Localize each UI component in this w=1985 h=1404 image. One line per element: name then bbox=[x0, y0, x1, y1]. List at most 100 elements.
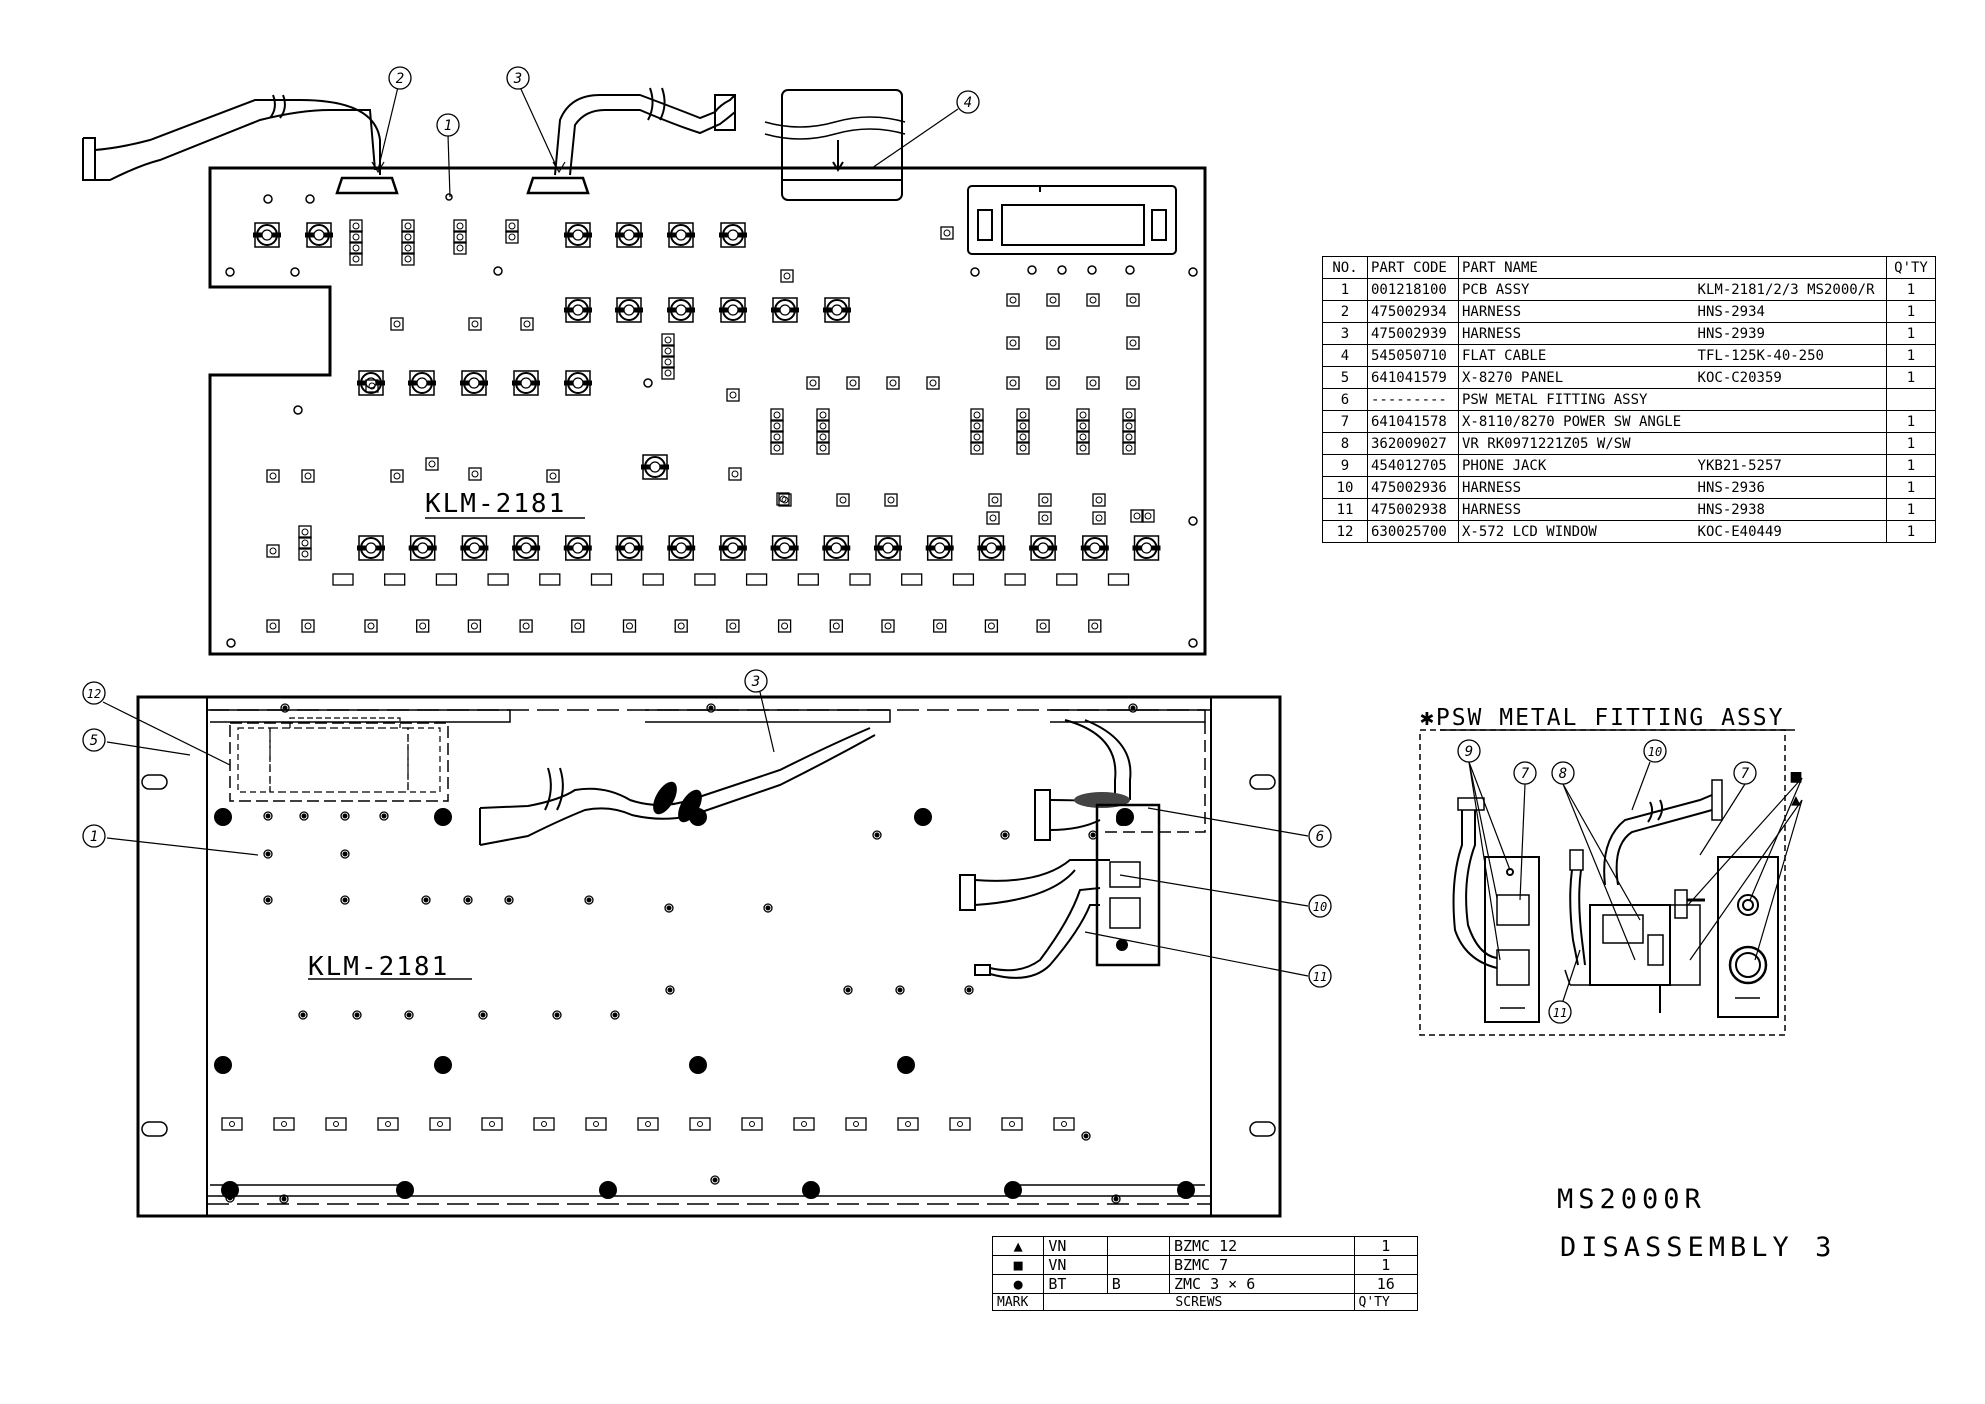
part-qty: 1 bbox=[1886, 300, 1936, 323]
component-pad bbox=[1122, 419, 1136, 433]
part-no: 8 bbox=[1322, 432, 1368, 455]
component-pad bbox=[1126, 336, 1140, 350]
callout-1-top: 1 bbox=[436, 113, 460, 137]
via bbox=[763, 903, 773, 913]
component-pad bbox=[728, 467, 742, 481]
screw-hole bbox=[689, 808, 707, 826]
potentiometer bbox=[512, 535, 541, 561]
part-spec: HNS-2939 bbox=[1694, 322, 1887, 345]
component-pad bbox=[970, 419, 984, 433]
slot-pad bbox=[429, 1117, 451, 1131]
slot bbox=[901, 573, 923, 586]
slot bbox=[952, 573, 975, 586]
via bbox=[298, 1010, 308, 1020]
via bbox=[263, 895, 273, 905]
callout-text: 10 bbox=[1313, 900, 1327, 914]
component-pad bbox=[468, 467, 482, 481]
component-pad bbox=[1076, 430, 1090, 444]
component-pad bbox=[1016, 419, 1030, 433]
via bbox=[263, 849, 273, 859]
via bbox=[1081, 1131, 1091, 1141]
part-no: 3 bbox=[1322, 322, 1368, 345]
part-spec bbox=[1694, 432, 1887, 455]
slot bbox=[694, 573, 716, 586]
callouts: 1 2 3 4 12 5 1 3 6 10 11 9 7 8 10 7 11 ■… bbox=[82, 66, 1802, 1024]
component-pad bbox=[1006, 376, 1020, 390]
slot-pad bbox=[1001, 1117, 1023, 1131]
component-pad bbox=[816, 408, 830, 422]
via bbox=[504, 895, 514, 905]
component-pad bbox=[301, 469, 315, 483]
slot bbox=[1107, 573, 1130, 586]
col-qty: Q'TY bbox=[1886, 256, 1936, 279]
screw-qty: 1 bbox=[1353, 1255, 1419, 1275]
component-pad bbox=[1046, 293, 1060, 307]
component-pad bbox=[770, 430, 784, 444]
connector-3 bbox=[526, 176, 590, 195]
callout-text: 7 bbox=[1741, 766, 1750, 782]
component-pad bbox=[349, 230, 363, 244]
callout-text: 7 bbox=[1521, 766, 1530, 782]
component-pad bbox=[778, 493, 792, 507]
component-pad bbox=[266, 469, 280, 483]
callout-text: 3 bbox=[513, 71, 522, 87]
component-pad bbox=[970, 430, 984, 444]
slot-pad bbox=[1053, 1117, 1075, 1131]
component-pad bbox=[401, 230, 415, 244]
component-pad bbox=[505, 230, 519, 244]
part-code: 641041578 bbox=[1367, 410, 1459, 433]
assy-callout-7a: 7 bbox=[1513, 761, 1537, 785]
col-part-code: PART CODE bbox=[1367, 256, 1459, 279]
slot bbox=[487, 573, 509, 586]
callout-4-top: 4 bbox=[956, 90, 980, 114]
component-pad bbox=[416, 619, 430, 633]
part-qty bbox=[1886, 388, 1936, 411]
slot-pad bbox=[481, 1117, 503, 1131]
part-spec: HNS-2938 bbox=[1694, 498, 1887, 521]
component-pad bbox=[1036, 619, 1050, 633]
part-name: FLAT CABLE bbox=[1457, 344, 1695, 367]
potentiometer bbox=[667, 297, 695, 323]
slot bbox=[642, 573, 664, 586]
callout-2-top: 2 bbox=[388, 66, 412, 90]
component-pad bbox=[349, 252, 363, 266]
potentiometer bbox=[564, 370, 592, 396]
slot bbox=[797, 573, 819, 586]
screw-hole bbox=[914, 808, 932, 826]
component-pad bbox=[401, 252, 415, 266]
component-pad bbox=[770, 441, 784, 455]
part-spec: YKB21-5257 bbox=[1694, 454, 1887, 477]
callout-text: 2 bbox=[396, 71, 404, 87]
slot bbox=[745, 573, 768, 586]
part-spec: KOC-C20359 bbox=[1694, 366, 1887, 389]
component-pad bbox=[816, 430, 830, 444]
component-pad bbox=[298, 536, 312, 550]
potentiometer bbox=[564, 222, 592, 248]
screw-type: BT bbox=[1043, 1274, 1108, 1294]
part-name: PCB ASSY bbox=[1457, 278, 1695, 301]
component-pad bbox=[349, 241, 363, 255]
callout-3-top: 3 bbox=[506, 66, 530, 90]
callout-leaders bbox=[102, 86, 1309, 977]
component-pad bbox=[846, 376, 860, 390]
component-pad bbox=[986, 511, 1000, 525]
component-pad bbox=[519, 619, 533, 633]
screw-size: BZMC 12 bbox=[1168, 1236, 1355, 1256]
slot bbox=[1056, 573, 1078, 586]
part-code: 454012705 bbox=[1367, 454, 1459, 477]
component-pad bbox=[349, 219, 363, 233]
potentiometer bbox=[719, 297, 747, 323]
potentiometer bbox=[667, 535, 696, 561]
slot bbox=[332, 573, 354, 586]
slot-pad bbox=[533, 1117, 555, 1131]
screw-qty: 16 bbox=[1353, 1274, 1419, 1294]
component-pad bbox=[970, 408, 984, 422]
component-pad bbox=[884, 493, 898, 507]
part-spec bbox=[1694, 388, 1887, 411]
